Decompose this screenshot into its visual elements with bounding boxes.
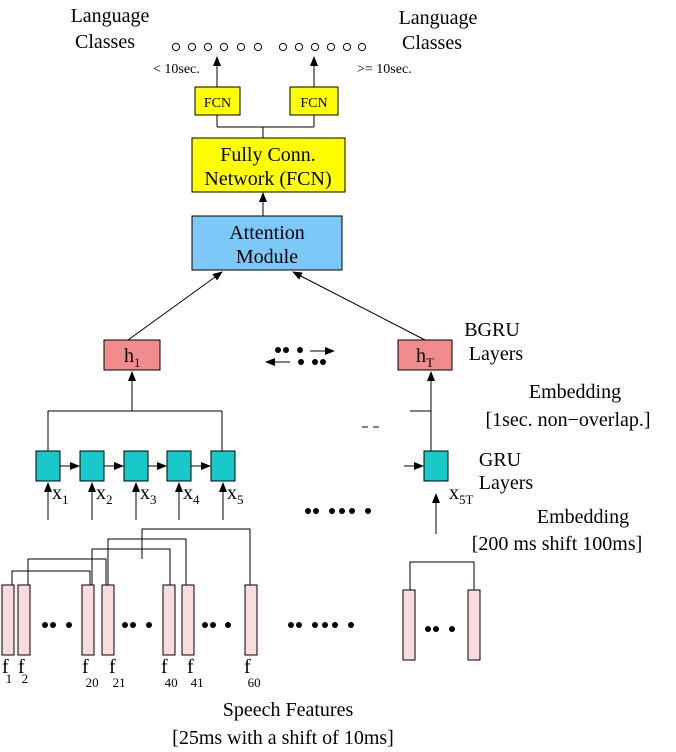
gru-cell-2 [79,450,105,482]
gru-cell-5 [210,450,236,482]
bgru-h1-box: h1 [103,339,161,371]
fcn-split-connector [216,115,315,138]
attention-label-line2: Module [236,246,298,268]
bgru-label-line2: Layers [469,343,524,365]
feature-frames [1,584,481,661]
feature-ellipses [42,622,455,632]
fcn-small-left-label: FCN [204,96,231,111]
gru-cell-last [423,450,449,482]
feature-frame-2 [17,584,31,656]
fcn-small-left: FCN [194,86,241,116]
overlapping-window-brackets [11,528,475,590]
gru-label-line2: Layers [479,472,534,494]
x4-label: x4 [183,482,200,507]
gru-cells [35,450,449,482]
speech-features-label-line2: [25ms with a shift of 10ms] [172,727,394,749]
language-classes-right-line2: Classes [402,32,462,54]
feature-frame-last-b [467,589,481,661]
gru-cell-4 [166,450,192,482]
bidirectional-ellipsis [275,347,326,365]
output-nodes-left [171,42,263,52]
fcn-label-line2: Network (FCN) [204,168,331,190]
gru-cell-1 [35,450,61,482]
embedding-1-label-line2: [1sec. non−overlap.] [485,409,650,431]
fcn-small-right: FCN [289,86,339,116]
language-classes-left-line1: Language [71,5,150,27]
embedding-2-label-line1: Embedding [537,506,629,528]
language-classes-left-line2: Classes [75,31,135,53]
arrow-h1-to-attention [127,271,223,341]
embedding-2-label-line2: [200 ms shift 100ms] [472,533,643,555]
gru-input-arrows [44,482,440,534]
fully-connected-network-box: Fully Conn. Network (FCN) [191,137,346,193]
bgru-label-line1: BGRU [464,319,520,341]
feature-frame-20 [81,584,95,656]
feature-frame-21 [101,584,115,656]
x2-label: x2 [96,482,113,507]
feature-frame-1 [1,584,15,656]
attention-label-line1: Attention [229,222,305,244]
gru-embedding-bracket [47,410,432,451]
x3-label: x3 [140,482,157,507]
fcn-small-right-label: FCN [300,96,327,111]
over-10sec-label: >= 10sec. [357,62,412,77]
bgru-hT-box: hT [397,339,453,371]
gru-label-line1: GRU [479,449,522,471]
language-classes-right-line1: Language [399,7,478,29]
x5-label: x5 [227,482,244,507]
output-nodes-right [278,42,367,52]
fcn-label-line1: Fully Conn. [220,144,316,166]
attention-module-box: Attention Module [191,215,343,271]
x1-label: x1 [52,482,69,507]
speech-features-label-line1: Speech Features [223,699,354,721]
x5T-label: x5T [449,482,474,507]
feature-frame-60 [244,584,258,656]
hT-label: hT [416,345,434,370]
h1-label: h1 [124,345,141,370]
under-10sec-label: < 10sec. [153,62,200,77]
arrow-hT-to-attention [292,271,426,341]
gru-cell-3 [123,450,149,482]
feature-frame-40 [162,584,176,656]
embedding-1-label-line1: Embedding [529,381,621,403]
feature-frame-last-a [402,589,416,661]
mid-ellipsis [305,508,371,514]
feature-frame-41 [181,584,195,656]
